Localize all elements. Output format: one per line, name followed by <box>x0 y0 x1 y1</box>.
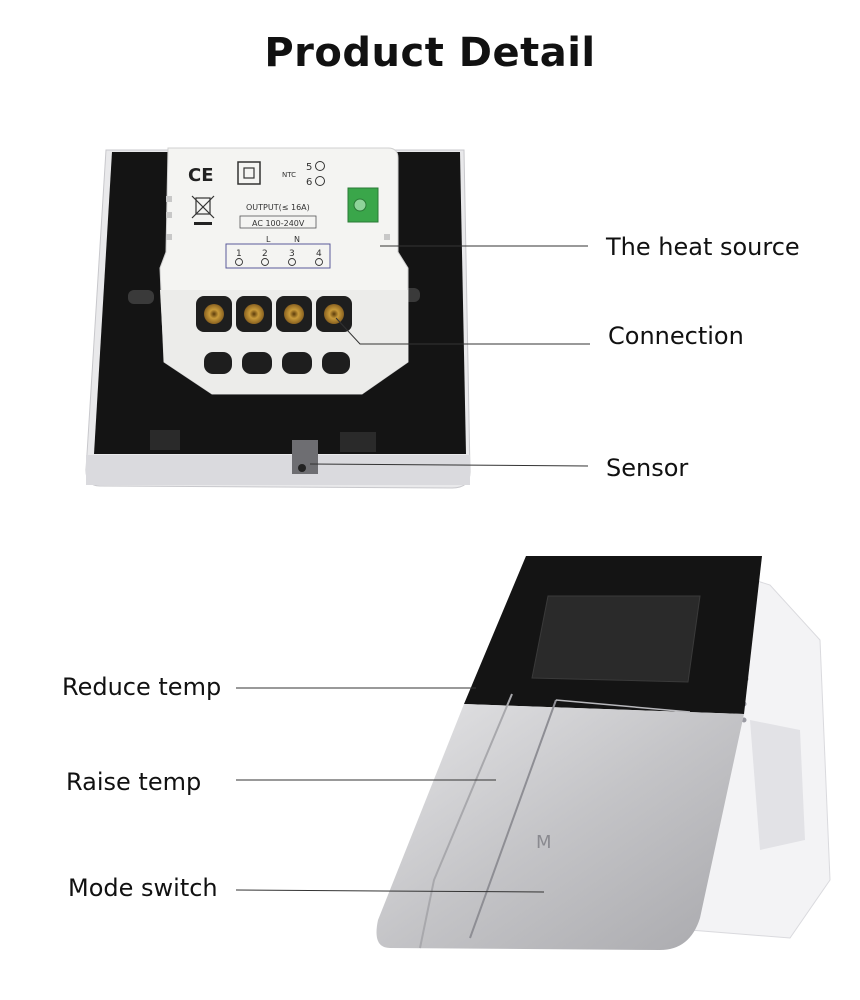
ac-rating: AC 100-240V <box>252 219 305 228</box>
connection-leader <box>335 317 590 345</box>
weee-bin-icon <box>191 195 215 225</box>
label-raise-temp: Raise temp <box>66 768 202 796</box>
label-mode-switch: Mode switch <box>68 874 218 902</box>
connection-terminals <box>196 296 352 374</box>
label-sensor: Sensor <box>606 454 689 482</box>
label-heat-source: The heat source <box>606 233 800 261</box>
page-title: Product Detail <box>264 30 596 76</box>
pin-4-mark: 4 <box>316 249 322 259</box>
double-insulation-icon <box>237 161 261 185</box>
sensor-port <box>298 464 306 472</box>
pin-2-mark: 2 <box>262 249 268 259</box>
mode-button-mark: M <box>536 832 552 853</box>
pin-1-mark: 1 <box>236 249 242 259</box>
silver-button-panel <box>376 704 744 950</box>
ntc-pin-5: 5 <box>306 162 312 173</box>
mode-switch-leader <box>235 889 545 893</box>
ntc-mark: NTC <box>282 171 296 179</box>
sensor-leader <box>309 463 589 467</box>
label-connection: Connection <box>608 322 744 350</box>
label-reduce-temp: Reduce temp <box>62 673 222 701</box>
pin-3-mark: 3 <box>289 249 295 259</box>
ce-mark: CE <box>188 165 214 186</box>
thermostat-front-view: M <box>376 556 831 950</box>
output-rating: OUTPUT(≤ 16A) <box>246 203 310 212</box>
ntc-pin-6: 6 <box>306 177 312 188</box>
n-mark: N <box>294 235 300 244</box>
thermostat-back-view: CE NTC 5 6 OUTPUT(≤ 16A) AC 100-240V L N… <box>85 147 471 489</box>
lcd-screen <box>531 595 701 683</box>
l-mark: L <box>266 235 271 244</box>
